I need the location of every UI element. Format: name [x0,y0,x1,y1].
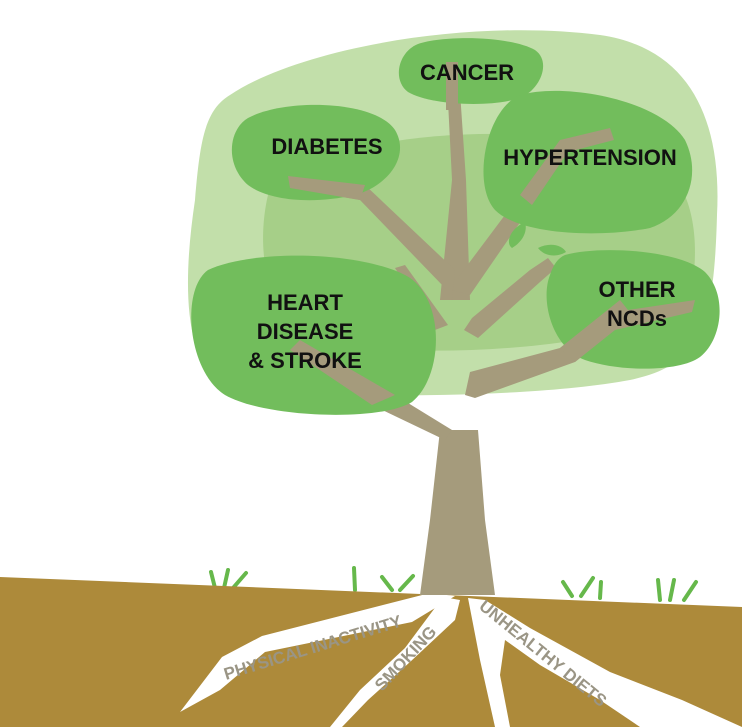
tree-trunk [420,430,495,595]
label-diabetes: DIABETES [271,134,382,159]
label-other-line1: OTHER [599,277,676,302]
label-cancer: CANCER [420,60,514,85]
label-heart-line1: HEART [267,290,343,315]
label-heart-line3: & STROKE [248,348,362,373]
label-heart-line2: DISEASE [257,319,354,344]
label-other-line2: NCDs [607,306,667,331]
label-hypertension: HYPERTENSION [503,145,677,170]
